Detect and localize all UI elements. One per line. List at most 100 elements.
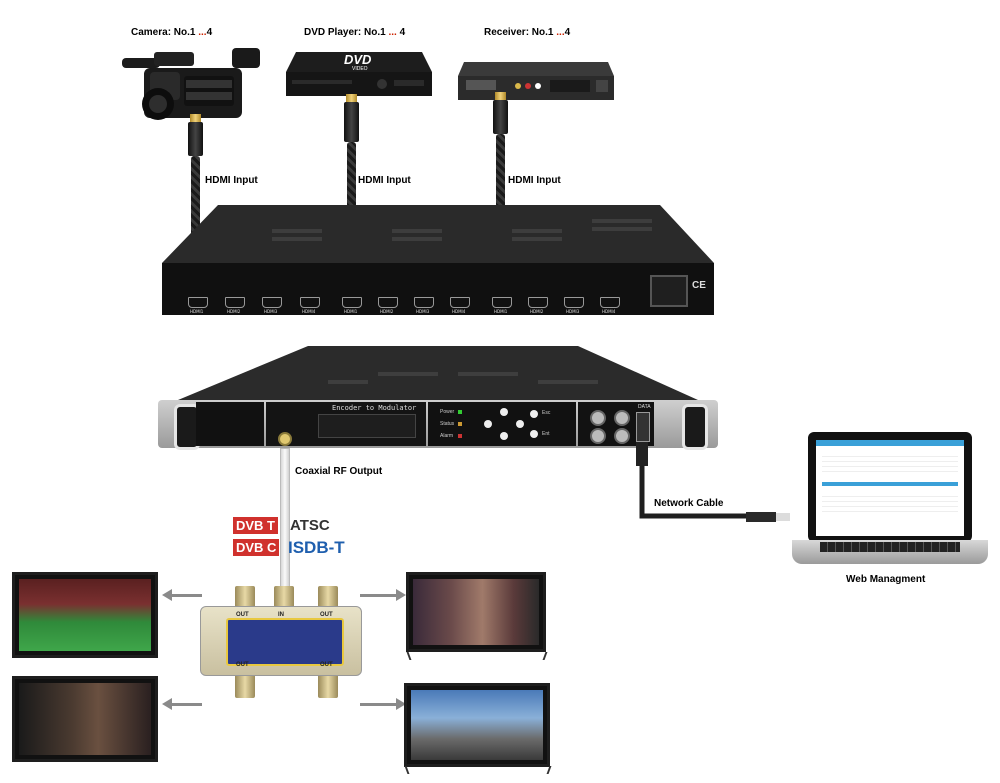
hdmi-port-7[interactable]: [414, 297, 434, 308]
hdmi-input-label-3: HDMI Input: [508, 175, 561, 186]
web-ui-section-bar: [822, 482, 958, 486]
tv-screen-friends: [413, 579, 539, 645]
encoder-rear-panel: [162, 263, 714, 315]
port-label: HDMI3: [416, 309, 429, 314]
hdmi-port-3[interactable]: [262, 297, 282, 308]
splitter-out-label-tr: OUT: [320, 612, 333, 618]
receiver-icon: [458, 60, 614, 102]
splitter-label-plate: [226, 618, 344, 666]
port-label: HDMI2: [530, 309, 543, 314]
modulator-device: Encoder to Modulator Power Status Alarm …: [158, 346, 718, 450]
hdmi-plug: [493, 100, 508, 134]
dvd-logo-sub: VIDEO: [352, 66, 368, 72]
bnc-port-2[interactable]: [590, 428, 606, 444]
dvd-label-range: ...: [388, 27, 396, 38]
rj45-port[interactable]: [636, 412, 650, 442]
arrow-head: [162, 589, 172, 601]
splitter-out-label-tl: OUT: [236, 612, 249, 618]
laptop-keyboard: [820, 542, 960, 552]
splitter-in-label: IN: [278, 612, 284, 618]
camera-label-suffix: 4: [207, 27, 213, 38]
key-down[interactable]: [500, 432, 508, 440]
led-alarm: [458, 434, 462, 438]
port-label: HDMI2: [227, 309, 240, 314]
rf-output-port[interactable]: [278, 432, 292, 446]
coax-label: Coaxial RF Output: [295, 466, 382, 477]
key-right[interactable]: [516, 420, 524, 428]
camera-label-range: ...: [198, 27, 206, 38]
data-port-label: DATA: [638, 404, 651, 410]
dvb-c-logo: DVB C: [233, 539, 279, 556]
hdmi-port-4[interactable]: [300, 297, 320, 308]
led-label-alarm: Alarm: [440, 433, 453, 439]
camera-label: Camera: No.1 ...4: [131, 27, 212, 38]
led-status: [458, 422, 462, 426]
tv-drama: [12, 676, 158, 762]
laptop-icon: [792, 432, 988, 568]
dvd-label-suffix: 4: [397, 27, 405, 38]
receiver-label-range: ...: [556, 27, 564, 38]
led-power: [458, 410, 462, 414]
camera-icon: [114, 44, 264, 130]
power-inlet: [650, 275, 688, 307]
port-label: HDMI4: [602, 309, 615, 314]
front-black-panel-1: [196, 402, 264, 446]
led-label-status: Status: [440, 421, 454, 427]
port-label: HDMI3: [264, 309, 277, 314]
dvb-t-logo: DVB T: [233, 517, 278, 534]
dvd-label-name: DVD Player: No.1: [304, 27, 388, 38]
hdmi-input-label-2: HDMI Input: [358, 175, 411, 186]
key-ent-label: Ent: [542, 431, 550, 437]
hdmi-port-6[interactable]: [378, 297, 398, 308]
bnc-port-3[interactable]: [614, 410, 630, 426]
port-label: HDMI1: [494, 309, 507, 314]
key-esc[interactable]: [530, 410, 538, 418]
atsc-logo: ATSC: [290, 517, 330, 534]
arrow-to-tv-tr: [360, 594, 396, 597]
web-ui-header-bar: [816, 440, 964, 446]
hdmi-port-2[interactable]: [225, 297, 245, 308]
bnc-port-1[interactable]: [590, 410, 606, 426]
network-cable: [630, 440, 800, 536]
hdmi-port-1[interactable]: [188, 297, 208, 308]
web-ui-table: [822, 452, 958, 476]
bnc-port-4[interactable]: [614, 428, 630, 444]
tv-football: [12, 572, 158, 658]
web-management-label: Web Managment: [846, 574, 925, 585]
arrow-to-tv-br: [360, 703, 396, 706]
port-label: HDMI3: [566, 309, 579, 314]
lcd-title: Encoder to Modulator: [332, 404, 416, 412]
modulator-top: [158, 346, 718, 402]
key-left[interactable]: [484, 420, 492, 428]
coax-cable: [280, 448, 290, 598]
tv-stand: [535, 652, 548, 660]
hdmi-port-10[interactable]: [528, 297, 548, 308]
port-label: HDMI2: [380, 309, 393, 314]
tv-fountain: [404, 683, 550, 767]
tv-screen-fountain: [411, 690, 543, 760]
hdmi-port-8[interactable]: [450, 297, 470, 308]
port-label: HDMI1: [190, 309, 203, 314]
tv-screen-drama: [19, 683, 151, 755]
network-label: Network Cable: [654, 498, 723, 509]
ce-mark: CE: [692, 280, 706, 291]
key-up[interactable]: [500, 408, 508, 416]
hdmi-port-5[interactable]: [342, 297, 362, 308]
hdmi-port-12[interactable]: [600, 297, 620, 308]
arrow-head: [396, 589, 406, 601]
led-label-power: Power: [440, 409, 454, 415]
isdb-t-logo: ISDB-T: [288, 538, 345, 558]
hdmi-port-11[interactable]: [564, 297, 584, 308]
hdmi-port-9[interactable]: [492, 297, 512, 308]
arrow-to-tv-tl: [172, 594, 202, 597]
dvb-c-mark: DVB C: [233, 539, 279, 556]
receiver-label-suffix: 4: [565, 27, 571, 38]
receiver-label-name: Receiver: No.1: [484, 27, 556, 38]
port-label: HDMI1: [344, 309, 357, 314]
splitter-out-label-br: OUT: [320, 662, 333, 668]
key-ent[interactable]: [530, 430, 538, 438]
tv-screen-football: [19, 579, 151, 651]
splitter-out-label-bl: OUT: [236, 662, 249, 668]
hdmi-plug: [344, 102, 359, 142]
tv-stand: [539, 766, 552, 774]
